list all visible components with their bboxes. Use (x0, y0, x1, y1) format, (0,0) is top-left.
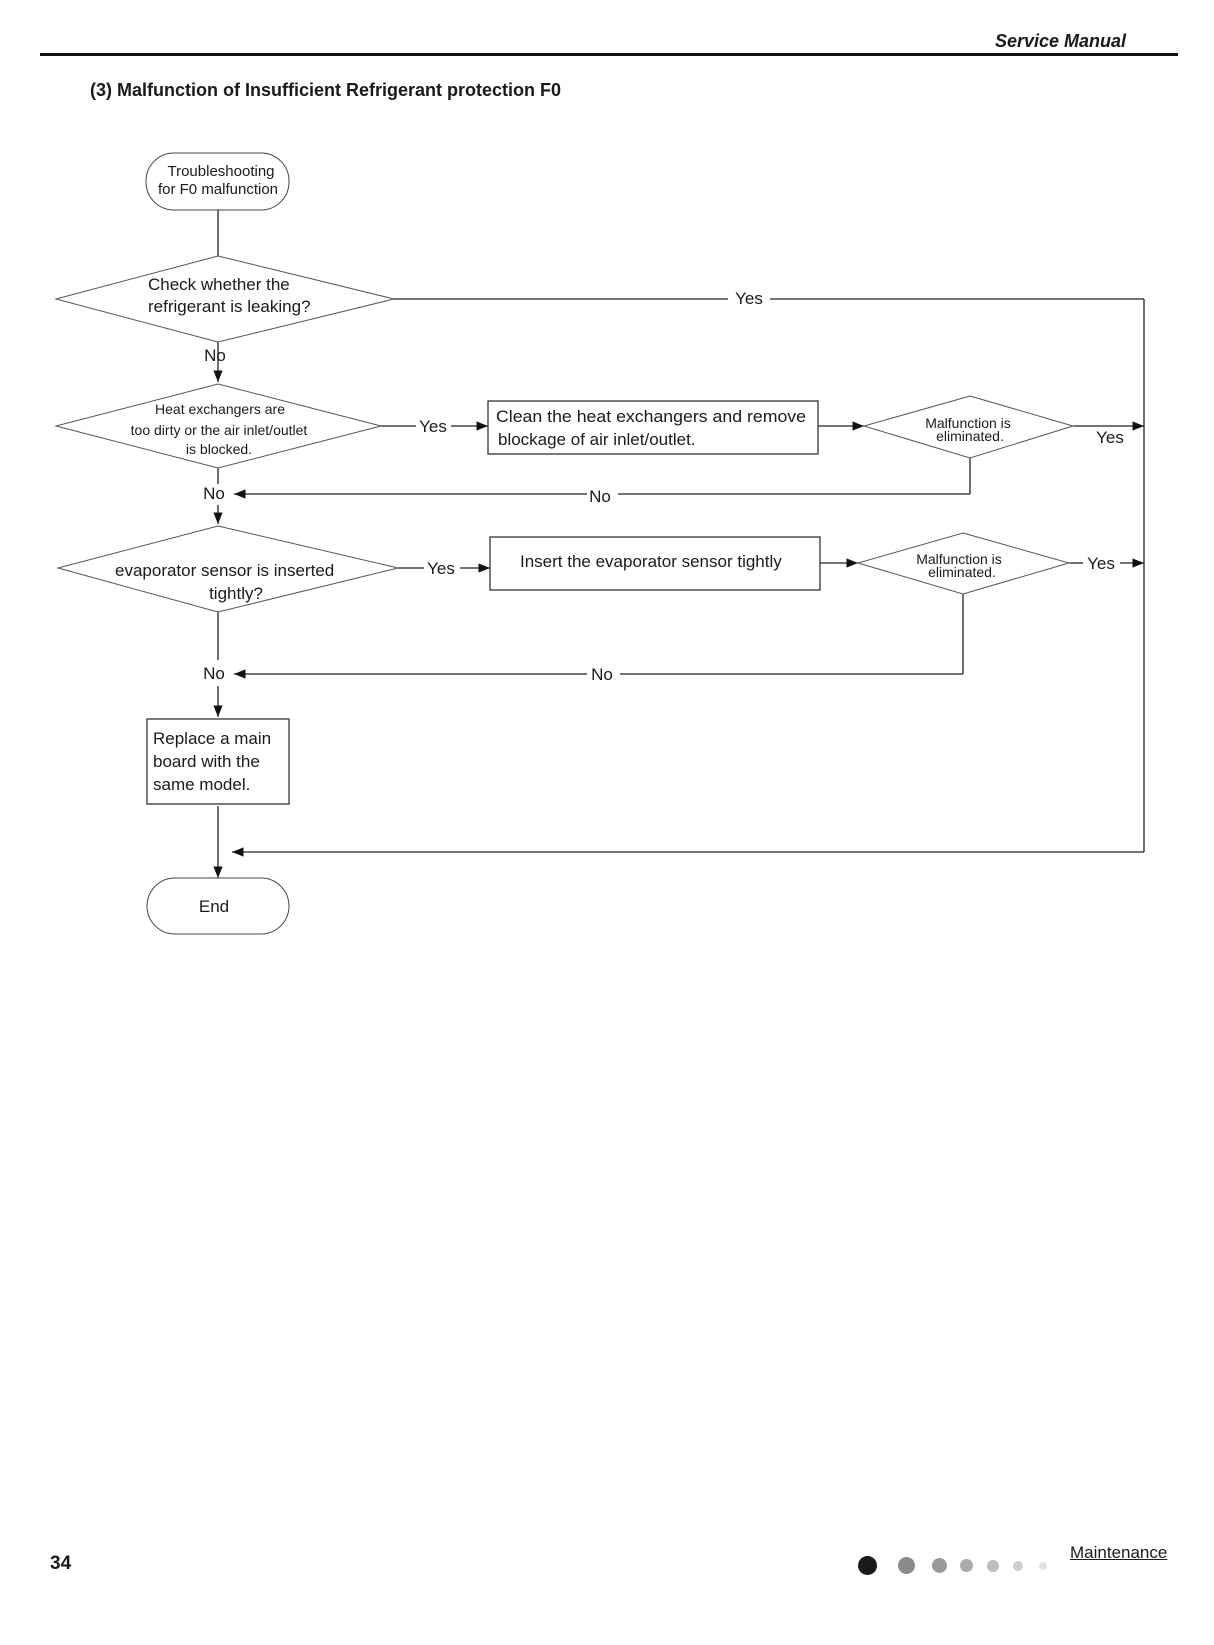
check2-text-line1: Malfunction is (916, 551, 1002, 567)
connector-lines (213, 210, 1145, 878)
label-yes-dirty: Yes (419, 417, 447, 436)
progress-dot (1013, 1561, 1023, 1571)
progress-dot (960, 1559, 973, 1572)
section-title: (3) Malfunction of Insufficient Refriger… (90, 80, 562, 100)
dirty-text-line1: Heat exchangers are (155, 401, 285, 417)
replace-text-line1: Replace a main (153, 729, 271, 748)
label-no-check1: No (589, 487, 611, 506)
page-number: 34 (50, 1553, 72, 1574)
footer-section-label[interactable]: Maintenance (1070, 1543, 1168, 1562)
label-no-dirty: No (203, 484, 225, 503)
decision-evaporator-sensor (56, 525, 399, 613)
leak-text-line2: refrigerant is leaking? (148, 297, 311, 316)
check2-text-line2: eliminated. (928, 564, 996, 580)
sensor-text-line2: tightly? (209, 584, 263, 603)
end-terminator (146, 877, 290, 935)
header-title: Service Manual (994, 31, 1126, 51)
progress-dot (1039, 1562, 1047, 1570)
insert-text: Insert the evaporator sensor tightly (520, 552, 782, 571)
progress-dot (898, 1557, 915, 1574)
check1-text-line2: eliminated. (936, 428, 1004, 444)
decision-malfunction-eliminated-1 (862, 395, 1075, 459)
decision-heat-exchanger-dirty (54, 383, 382, 469)
decision-malfunction-eliminated-2 (856, 532, 1071, 595)
check1-text-line1: Malfunction is (925, 415, 1011, 431)
label-yes-sensor: Yes (427, 559, 455, 578)
section-progress-dots (858, 1555, 1058, 1577)
leak-text-line1: Check whether the (148, 275, 290, 294)
dirty-text-line2: too dirty or the air inlet/outlet (131, 422, 308, 438)
replace-text-line2: board with the (153, 752, 260, 771)
replace-text-line3: same model. (153, 775, 250, 794)
start-text-line2: for F0 malfunction (158, 181, 278, 198)
label-yes-check2: Yes (1087, 554, 1115, 573)
sensor-text-line1: evaporator sensor is inserted (115, 561, 334, 580)
label-no-sensor: No (203, 664, 225, 683)
action-replace-board-box (146, 718, 290, 805)
end-text: End (199, 897, 229, 916)
start-text-line1: Troubleshooting (167, 163, 274, 180)
header-rule (40, 53, 1178, 56)
dirty-text-line3: is blocked. (186, 441, 252, 457)
label-yes-leak: Yes (735, 289, 763, 308)
progress-dot (987, 1560, 999, 1572)
progress-dot (858, 1556, 877, 1575)
decision-refrigerant-leak (54, 255, 395, 343)
clean-text-line1: Clean the heat exchangers and remove (496, 407, 806, 426)
action-insert-sensor-box (489, 536, 821, 591)
clean-text-line2: blockage of air inlet/outlet. (498, 430, 696, 449)
start-terminator (145, 152, 290, 211)
action-clean-box (487, 400, 819, 455)
label-no-check2: No (591, 665, 613, 684)
label-yes-check1: Yes (1096, 428, 1124, 447)
label-no-leak: No (204, 346, 226, 365)
progress-dot (932, 1558, 947, 1573)
